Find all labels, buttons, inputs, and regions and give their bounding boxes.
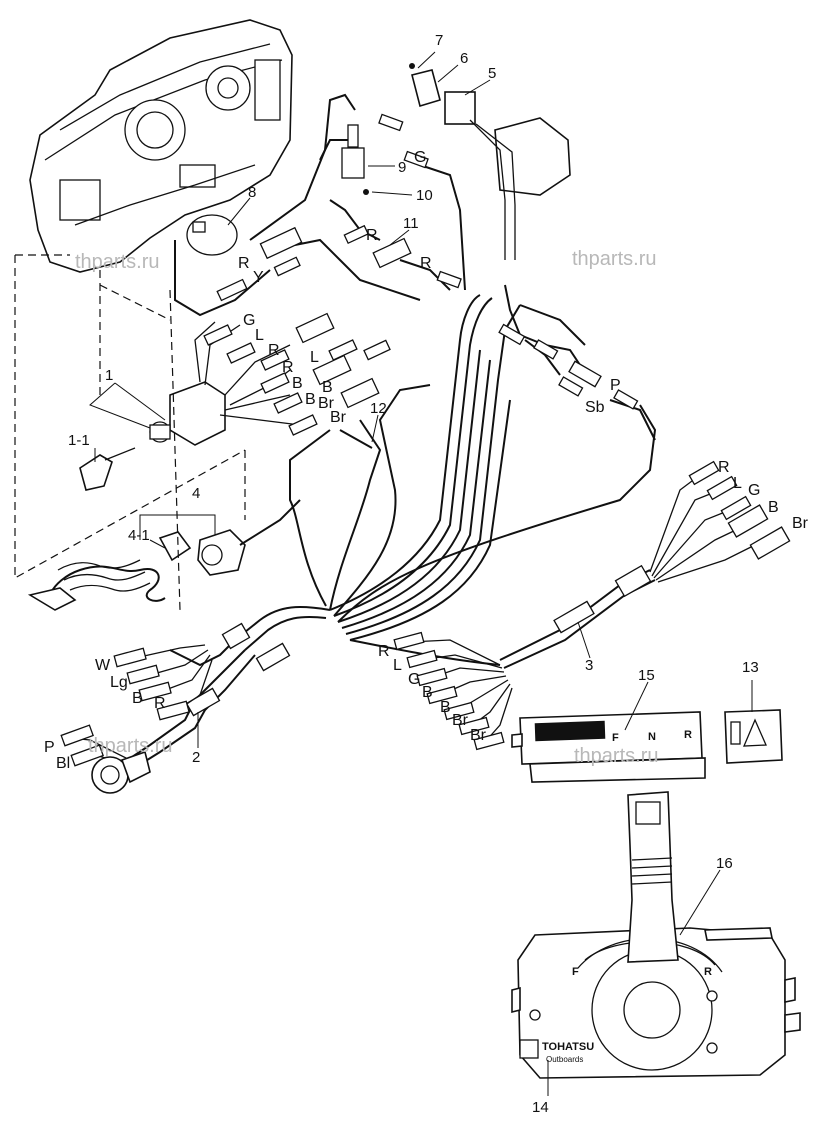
wire-label-y: Y — [253, 269, 264, 286]
lanyard-cord — [27, 531, 192, 611]
wire-label-lg: Lg — [110, 674, 128, 691]
warning-label-13 — [724, 709, 783, 764]
wire-label-r: R — [238, 255, 250, 272]
wire-label-far-br: Br — [792, 515, 809, 532]
leader-lines — [89, 51, 753, 1096]
wire-label-l: L — [255, 327, 264, 344]
wire-label-left-r: R — [154, 695, 166, 712]
reverse-letter: R — [704, 966, 712, 978]
callout-1-1: 1-1 — [68, 432, 90, 449]
callout-11: 11 — [403, 215, 419, 232]
wire-label-br2: Br — [330, 409, 347, 426]
middle-breakout — [393, 631, 513, 751]
wire-label-far-r: R — [718, 459, 730, 476]
callout-6: 6 — [460, 50, 468, 67]
wire-label-w: W — [95, 657, 111, 674]
callout-14: 14 — [532, 1099, 549, 1116]
plate-letter-r: R — [684, 729, 692, 741]
watermark-4: thparts.ru — [574, 745, 658, 767]
callout-7: 7 — [435, 32, 443, 49]
wire-labels: R Y G L R R B B L B Br Br G R R P Sb R L… — [44, 149, 809, 772]
wire-label-b2: B — [305, 391, 316, 408]
key-switch — [149, 381, 226, 446]
callout-8: 8 — [248, 184, 256, 201]
wire-label-r2: R — [268, 342, 280, 359]
wire-label-mid-b2: B — [440, 699, 451, 716]
wire-label-far-g: G — [748, 482, 760, 499]
wire-label-top-r: R — [366, 227, 378, 244]
wire-label-left-bl: Bl — [56, 755, 70, 772]
callout-3: 3 — [585, 657, 593, 674]
left-harness-2 — [60, 622, 291, 794]
watermark-3: thparts.ru — [88, 735, 172, 757]
upper-connectors — [203, 113, 639, 436]
dashed-boundaries — [14, 254, 246, 611]
callout-2: 2 — [192, 749, 200, 766]
brand-subtext: Outboards — [546, 1055, 583, 1064]
callout-12: 12 — [370, 400, 387, 417]
wire-label-b: B — [292, 375, 303, 392]
callout-16: 16 — [716, 855, 733, 872]
control-lever-16 — [627, 791, 679, 963]
wire-label-g: G — [243, 312, 255, 329]
ignition-key — [79, 447, 136, 491]
wire-label-mid-l: L — [393, 657, 402, 674]
wire-label-r3: R — [282, 359, 294, 376]
callout-1: 1 — [105, 367, 113, 384]
wire-label-mid-br: Br — [452, 712, 469, 729]
extension-harness-3 — [499, 460, 791, 669]
wire-label-mid-b: B — [422, 684, 433, 701]
brand-text: TOHATSU — [542, 1041, 594, 1053]
wire-label-mid-br2: Br — [470, 727, 487, 744]
wire-label-br: Br — [318, 395, 335, 412]
stop-switch — [197, 499, 301, 576]
wire-label-left-p: P — [44, 739, 55, 756]
callout-15: 15 — [638, 667, 655, 684]
callout-9: 9 — [398, 159, 406, 176]
label-plate-15: F N R — [511, 711, 706, 783]
wire-label-l2: L — [310, 349, 319, 366]
relay-9 — [341, 124, 369, 195]
wire-label-far-l: L — [733, 475, 742, 492]
wire-label-p: P — [610, 377, 621, 394]
switch-bracket — [409, 63, 571, 260]
wire-label-top-r2: R — [420, 255, 432, 272]
wire-label-left-b: B — [132, 690, 143, 707]
plate-letter-n: N — [648, 731, 656, 743]
watermarks: thparts.ru thparts.ru thparts.ru thparts… — [75, 248, 658, 767]
pin-12 — [339, 429, 373, 449]
callout-10: 10 — [416, 187, 433, 204]
callout-4: 4 — [192, 485, 200, 502]
wire-label-mid-r: R — [378, 643, 390, 660]
wire-label-top-g: G — [414, 149, 426, 166]
callout-5: 5 — [488, 65, 496, 82]
wire-label-b3: B — [322, 379, 333, 396]
forward-letter: F — [572, 966, 579, 978]
callout-13: 13 — [742, 659, 759, 676]
wire-label-far-b: B — [768, 499, 779, 516]
engine-housing — [29, 19, 293, 273]
callout-numbers: 1 1-1 2 3 4 4-1 5 6 7 8 9 10 11 12 13 14… — [68, 32, 759, 1116]
plate-letter-f: F — [612, 732, 619, 744]
module-8 — [186, 214, 238, 256]
callout-4-1: 4-1 — [128, 527, 150, 544]
wire-label-mid-g: G — [408, 671, 420, 688]
wire-label-sb: Sb — [585, 399, 605, 416]
watermark-1: thparts.ru — [75, 251, 159, 273]
watermark-2: thparts.ru — [572, 248, 656, 270]
remote-control-box: TOHATSU Outboards F R — [511, 927, 801, 1079]
